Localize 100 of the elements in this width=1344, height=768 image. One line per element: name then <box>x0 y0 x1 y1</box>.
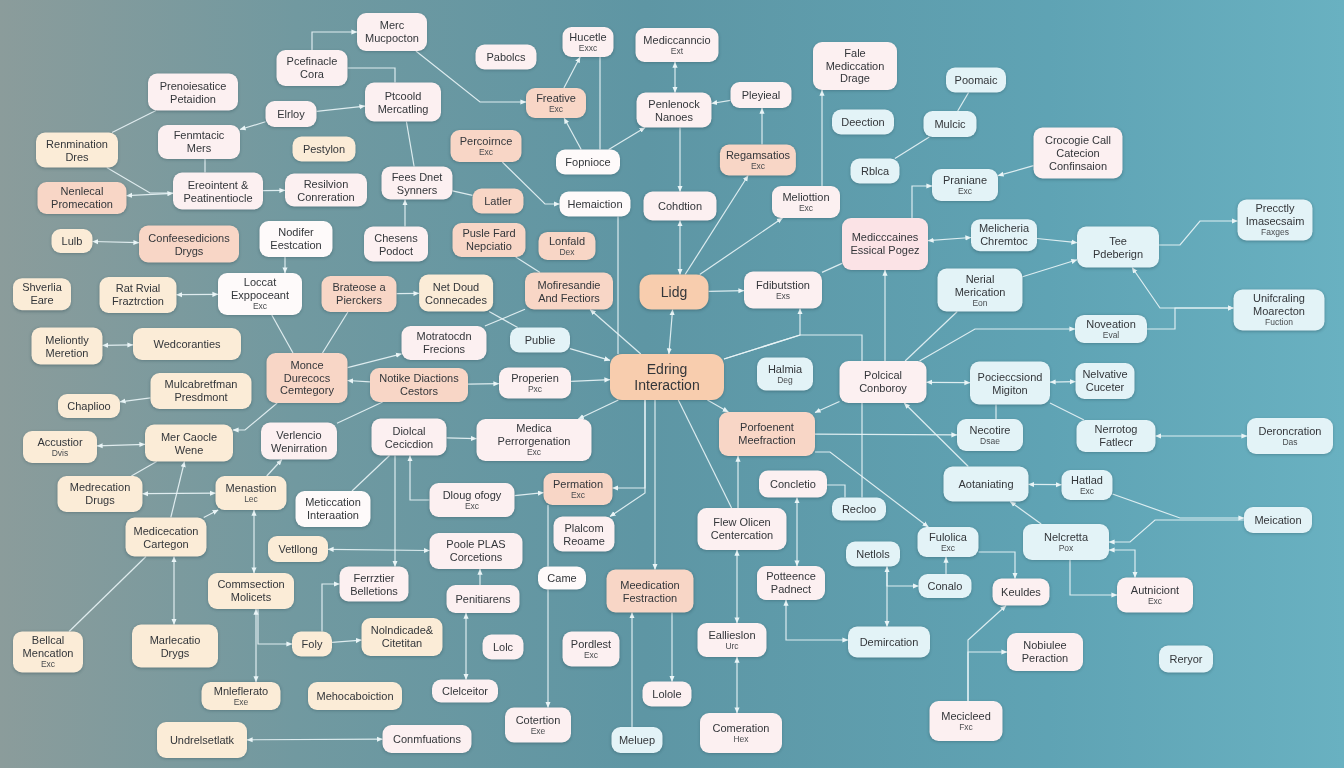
connector-line <box>451 190 474 196</box>
concept-box <box>132 624 218 668</box>
node-label: Came <box>547 571 577 585</box>
connector-arrow <box>91 239 140 246</box>
node-label: Clelceitor <box>442 684 488 698</box>
node-label: Conmfuations <box>393 732 461 746</box>
node-label: Pordlest <box>570 637 612 651</box>
node-label: Fopnioce <box>565 155 611 169</box>
connector-arrow <box>467 381 500 387</box>
node-label: Medicccaines Essical Pogez <box>849 231 921 257</box>
node-label: Unifcraling Moarecton <box>1252 292 1306 318</box>
node-label: Penitiarens <box>455 592 511 606</box>
node-label: Mecicleed <box>941 709 991 723</box>
connector-arrow <box>239 121 267 131</box>
concept-box <box>611 727 663 753</box>
node-label: Concletio <box>770 477 816 491</box>
node-sublabel: Deg <box>777 375 793 386</box>
connector-line <box>599 56 601 151</box>
concept-box <box>266 353 348 403</box>
node-sublabel: Dvis <box>51 448 69 459</box>
connector-arrow <box>171 555 177 626</box>
connector-line <box>547 504 549 568</box>
connector-arrow <box>1158 218 1239 246</box>
node-label: Meication <box>1254 513 1302 527</box>
connector-line <box>677 399 733 509</box>
connector-arrow <box>783 599 849 643</box>
node-label: Percoirnce <box>459 134 513 148</box>
concept-box <box>971 219 1037 251</box>
node-label: Nelvative Cuceter <box>1081 368 1129 394</box>
node-sublabel: Exc <box>957 186 973 197</box>
node-label: Tee Pdeberign <box>1091 234 1145 260</box>
node-label: Mofiresandie And Fectiors <box>536 278 602 304</box>
connector-line <box>68 555 147 633</box>
node-label: Mer Caocle Wene <box>159 430 219 456</box>
node-label: Demircation <box>859 635 919 649</box>
node-label: Nelcretta <box>1044 530 1088 544</box>
node-label: Dloug ofogy <box>442 488 502 502</box>
concept-box <box>13 278 71 310</box>
connector-arrow <box>262 187 286 193</box>
node-sublabel: Exxc <box>578 43 598 54</box>
node-label: Medica Perrorgenation <box>496 422 572 449</box>
node-label: Nerial Merication <box>953 272 1007 299</box>
concept-box <box>292 631 332 657</box>
node-label: Lolc <box>492 640 514 654</box>
concept-box <box>505 707 571 743</box>
connector-arrow <box>927 235 972 243</box>
concept-box <box>173 172 263 210</box>
concept-box <box>215 476 287 510</box>
concept-box <box>361 618 443 656</box>
connector-arrow <box>1108 547 1138 579</box>
concept-box <box>145 424 233 462</box>
node-label: Deection <box>841 115 885 129</box>
node-label: Mediccanncio <box>643 33 711 47</box>
node-label: Halmia <box>767 362 803 376</box>
concept-box <box>1237 199 1313 241</box>
node-label: Medrecation Drugs <box>68 481 132 507</box>
node-sublabel: Lec <box>244 494 258 505</box>
concept-box <box>218 273 302 315</box>
node-sublabel: Exc <box>526 448 542 458</box>
concept-box <box>1061 470 1113 500</box>
connector-arrow <box>734 549 740 624</box>
concept-box <box>832 109 894 135</box>
connector-arrow <box>257 608 293 647</box>
concept-box <box>482 634 524 660</box>
concept-box <box>1244 507 1312 533</box>
node-sublabel: Exe <box>530 726 546 737</box>
node-label: Fenmtacic Mers <box>172 129 226 155</box>
connector-arrow <box>570 377 611 383</box>
connector-arrow <box>672 61 678 94</box>
connector-arrow <box>415 50 527 105</box>
node-label: Potteence Padnect <box>765 570 817 596</box>
connector-arrow <box>710 99 732 106</box>
node-sublabel: Pox <box>1058 543 1074 554</box>
node-label: Poole PLAS Corcetions <box>445 538 507 564</box>
node-label: Regamsatios <box>725 148 791 162</box>
connector-arrow <box>819 89 825 187</box>
node-label: Hucetle <box>569 30 607 44</box>
connector-arrow <box>706 399 729 413</box>
node-label: Fulolica <box>929 530 967 544</box>
concept-box <box>125 517 207 557</box>
node-sublabel: Exc <box>40 660 56 670</box>
concept-box <box>295 491 371 527</box>
concept-box <box>133 328 241 360</box>
concept-box <box>472 188 524 214</box>
connector-arrow <box>563 56 581 89</box>
node-sublabel: Exc <box>570 490 586 501</box>
node-sublabel: Exc <box>464 501 480 512</box>
connector-arrow <box>545 588 551 709</box>
connector-arrow <box>175 291 219 298</box>
concept-box <box>429 533 523 569</box>
node-label: Lolole <box>652 687 682 701</box>
concept-box <box>772 186 840 218</box>
node-label: Flew Olicen Centercation <box>709 516 775 542</box>
node-label: Fale Mediccation Drage <box>824 46 886 86</box>
concept-box <box>937 268 1023 312</box>
connector-line <box>894 136 930 160</box>
connector-line <box>111 109 157 134</box>
node-label: Comeration <box>712 721 770 735</box>
concept-box <box>364 226 428 262</box>
node-label: Motratocdn Frecions <box>415 330 473 356</box>
